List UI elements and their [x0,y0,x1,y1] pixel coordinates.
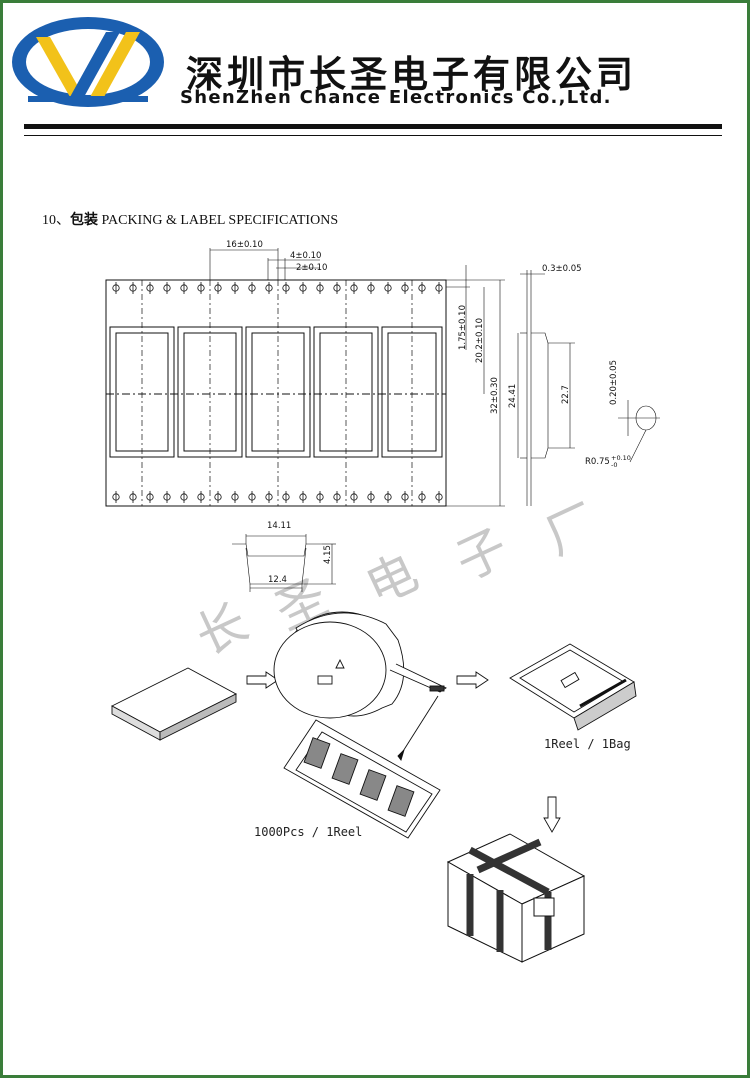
company-name-en: ShenZhen Chance Electronics Co.,Ltd. [180,87,612,108]
dim-pitch: 16±0.10 [226,240,263,250]
section-title-cn: 包装 [70,212,98,228]
arrow-right-icon [246,671,279,689]
tape-pockets [109,326,443,458]
dim-tape-width: 32±0.30 [490,377,500,414]
sprocket-holes [112,282,443,503]
reel-caption: 1000Pcs / 1Reel [254,825,362,839]
dim-thickness: 0.3±0.05 [542,264,582,274]
dim-inner-b: 22.7 [561,385,571,404]
dim-depth: 4.15 [323,545,333,564]
bag-caption: 1Reel / 1Bag [544,737,631,751]
carton-box-illustration [446,833,586,963]
header-rule-thick [24,124,722,129]
section-number: 10、 [42,213,70,228]
led-display-product [111,667,237,741]
tape-strip-illustration [283,719,441,839]
dim-bottom-width: 12.4 [268,575,287,585]
esd-bag-illustration [509,643,637,731]
dim-radius: R0.75 [585,457,610,467]
section-heading: 10、包装 PACKING & LABEL SPECIFICATIONS [42,209,338,229]
dim-hole-pitch: 4±0.10 [290,251,321,261]
dim-hole-offset: 2±0.10 [296,263,327,273]
dim-cover: 0.20±0.05 [609,360,619,405]
section-title-en: PACKING & LABEL SPECIFICATIONS [98,213,339,228]
arrow-right-icon [456,671,489,689]
reel-illustration [273,611,447,761]
dim-edge: 1.75±0.10 [458,305,468,350]
dim-inner-a: 24.41 [508,384,518,408]
arrow-down-icon [543,796,561,833]
carrier-tape-outline [105,279,447,507]
company-logo-icon [12,17,164,107]
dim-top-width: 14.11 [267,521,291,531]
company-name-cn: 深圳市长圣电子有限公司 [186,53,637,96]
header-rule-thin [24,135,722,136]
dim-radius-tol2: -0 [611,461,617,469]
dim-pocket-pitch: 20.2±0.10 [475,318,485,363]
dim-radius-tol: +0.10 [611,454,631,462]
